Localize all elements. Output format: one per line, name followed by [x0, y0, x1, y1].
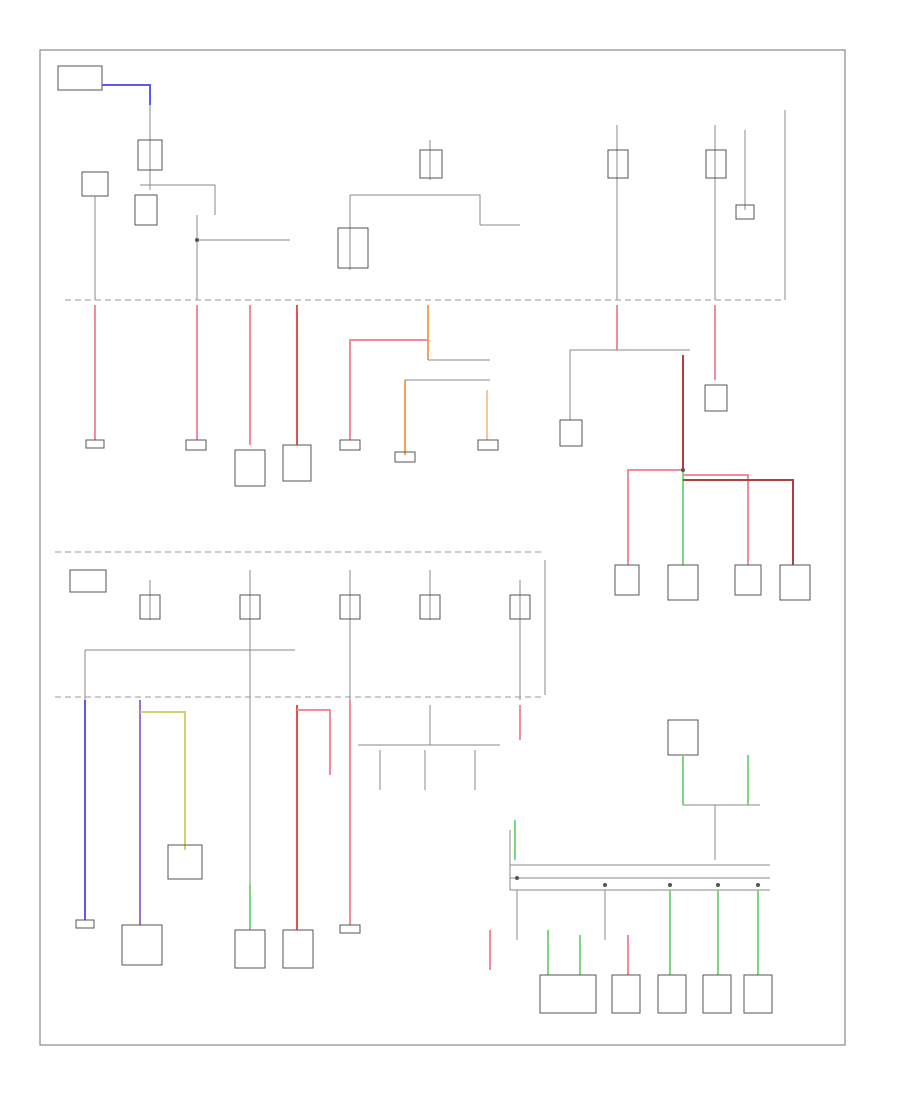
relay-cluster-upper-left — [81, 171, 290, 300]
lower-branch-wires — [84, 700, 521, 930]
fuse-block-top-center — [337, 140, 520, 270]
lower-components — [75, 919, 361, 969]
fuse-block-top-right — [607, 110, 786, 300]
upper-components — [85, 439, 499, 487]
lower-fuse-sources — [69, 560, 546, 700]
upper-branch-wires — [94, 305, 728, 470]
right-upper-branch — [614, 468, 811, 601]
top-left-power-source — [57, 65, 163, 190]
diagram-frame — [39, 49, 846, 1046]
bottom-right-drops — [489, 890, 773, 1014]
right-lower-module — [509, 719, 770, 891]
